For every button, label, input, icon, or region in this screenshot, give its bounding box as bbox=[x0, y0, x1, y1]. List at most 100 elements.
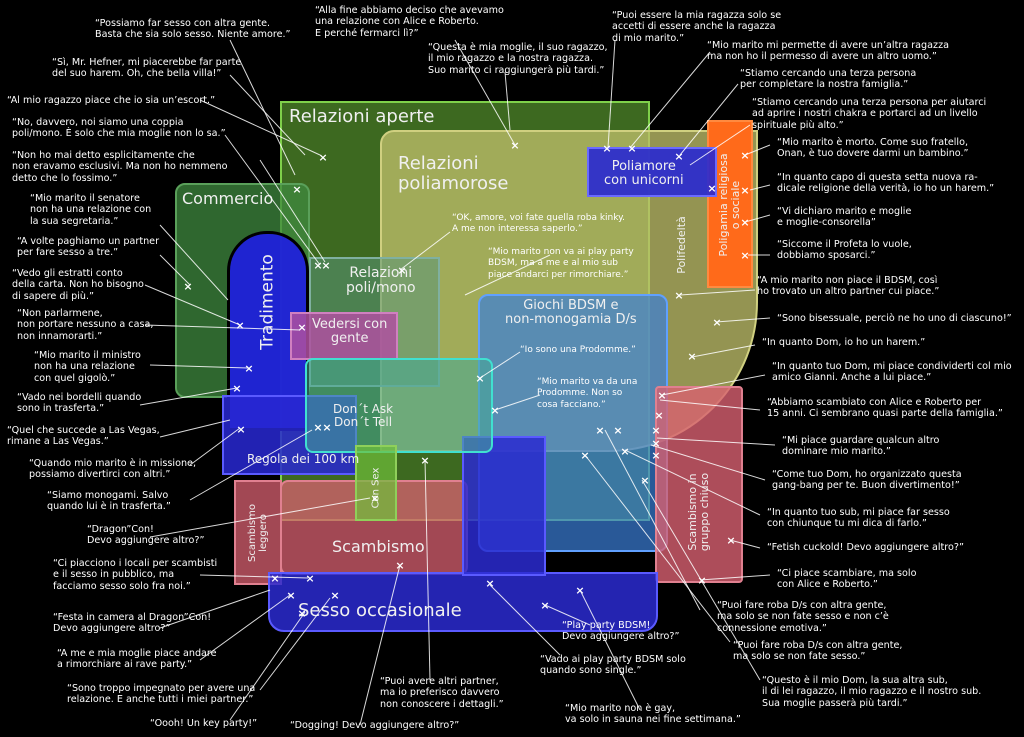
quote-left: “Siamo monogami. Salvo quando lui è in t… bbox=[47, 490, 171, 513]
marker-x: × bbox=[627, 142, 637, 155]
marker-x: × bbox=[313, 259, 323, 272]
marker-x: × bbox=[322, 421, 332, 434]
marker-x: × bbox=[297, 321, 307, 334]
marker-x: × bbox=[485, 577, 495, 590]
quote-left: “Vedo gli estratti conto della carta. No… bbox=[12, 268, 144, 302]
quote-left: “Oooh! Un key party!” bbox=[150, 718, 258, 729]
note-play-party: “Mio marito non va ai play party BDSM, m… bbox=[488, 247, 634, 280]
region-sesso-occasionale bbox=[268, 572, 658, 632]
quote-bottom: “Puoi avere altri partner, ma io preferi… bbox=[380, 676, 504, 710]
label-relazioni-poli-mono: Relazioni poli/mono bbox=[346, 265, 416, 297]
quote-left: “Dragon”Con! Devo aggiungere altro?” bbox=[87, 524, 205, 547]
marker-x: × bbox=[712, 316, 722, 329]
marker-x: × bbox=[370, 492, 380, 505]
quote-left: “Mio marito il senatore non ha una relaz… bbox=[30, 193, 152, 227]
marker-x: × bbox=[580, 449, 590, 462]
label-relazioni-aperte: Relazioni aperte bbox=[289, 106, 435, 127]
marker-x: × bbox=[395, 559, 405, 572]
label-regola-100km: Regola dei 100 km bbox=[247, 452, 360, 466]
quote-right: “Come tuo Dom, ho organizzato questa gan… bbox=[772, 469, 962, 492]
quote-top: “Puoi essere la mia ragazza solo se acce… bbox=[612, 10, 782, 44]
quote-bottom: “Mio marito non è gay, va solo in sauna … bbox=[565, 703, 741, 726]
quote-left: “Non ho mai detto esplicitamente che non… bbox=[12, 150, 228, 184]
marker-x: × bbox=[740, 249, 750, 262]
marker-x: × bbox=[318, 151, 328, 164]
quote-right: “In quanto tuo sub, mi piace far sesso c… bbox=[767, 507, 950, 530]
marker-x: × bbox=[613, 424, 623, 437]
label-vedersi-con-gente: Vedersi con gente bbox=[312, 317, 388, 347]
marker-x: × bbox=[575, 584, 585, 597]
quote-left: “A me e mia moglie piace andare a rimorc… bbox=[57, 648, 217, 671]
marker-x: × bbox=[651, 424, 661, 437]
marker-x: × bbox=[651, 437, 661, 450]
marker-x: × bbox=[420, 454, 430, 467]
quote-right: “In quanto tuo Dom, mi piace condividert… bbox=[772, 361, 1012, 384]
label-relazioni-poliamorose: Relazioni poliamorose bbox=[398, 153, 509, 194]
marker-x: × bbox=[305, 572, 315, 585]
quote-bottom: “Dogging! Devo aggiungere altro?” bbox=[290, 720, 460, 731]
quote-right: “Stiamo cercando una terza persona per c… bbox=[740, 68, 917, 91]
label-sesso-occasionale: Sesso occasionale bbox=[298, 600, 462, 621]
quote-right: “Mio marito mi permette di avere un’altr… bbox=[707, 40, 949, 63]
marker-x: × bbox=[490, 404, 500, 417]
quote-bottom: “Puoi fare roba D/s con altra gente, ma … bbox=[717, 600, 889, 634]
marker-x: × bbox=[595, 424, 605, 437]
quote-right: “Stiamo cercando una terza persona per a… bbox=[752, 97, 987, 131]
marker-x: × bbox=[510, 139, 520, 152]
marker-x: × bbox=[740, 216, 750, 229]
marker-x: × bbox=[697, 574, 707, 587]
marker-x: × bbox=[232, 382, 242, 395]
marker-x: × bbox=[475, 372, 485, 385]
label-dont-ask: Don´t Ask Don´t Tell bbox=[333, 402, 394, 430]
region-dont-ask bbox=[305, 358, 493, 453]
region-sesso-occasionale-step bbox=[462, 436, 546, 576]
marker-x: × bbox=[321, 259, 331, 272]
marker-x: × bbox=[657, 389, 667, 402]
quote-bottom: “Puoi fare roba D/s con altra gente, ma … bbox=[733, 640, 903, 663]
marker-x: × bbox=[540, 599, 550, 612]
quote-left: “Quando mio marito è in missione, possia… bbox=[29, 458, 196, 481]
quote-left: “Sì, Mr. Hefner, mi piacerebbe far parte… bbox=[52, 57, 242, 80]
quote-right: “Mi piace guardare qualcun altro dominar… bbox=[782, 435, 940, 458]
marker-x: × bbox=[313, 421, 323, 434]
quote-left: “No, davvero, noi siamo una coppia poli/… bbox=[12, 117, 226, 140]
quote-bottom: “Play party BDSM! Devo aggiungere altro?… bbox=[562, 620, 680, 643]
marker-x: × bbox=[620, 445, 630, 458]
marker-x: × bbox=[297, 607, 307, 620]
quote-bottom: “Questo è il mio Dom, la sua altra sub, … bbox=[762, 675, 982, 709]
quote-top: “Alla fine abbiamo deciso che avevamo un… bbox=[315, 5, 504, 39]
quote-right: “In quanto capo di questa setta nuova ra… bbox=[777, 172, 995, 195]
marker-x: × bbox=[397, 264, 407, 277]
marker-x: × bbox=[651, 449, 661, 462]
marker-x: × bbox=[235, 319, 245, 332]
label-commercio: Commercio bbox=[182, 189, 274, 208]
note-marito-prodomme: “Mio marito va da una Prodomme. Non so c… bbox=[537, 377, 638, 410]
quote-right: “Sono bisessuale, perciò ne ho uno di ci… bbox=[777, 313, 1012, 324]
marker-x: × bbox=[707, 182, 717, 195]
marker-x: × bbox=[330, 589, 340, 602]
label-scambismo: Scambismo bbox=[332, 537, 425, 556]
region-poliamore-unicorni bbox=[587, 147, 717, 197]
quote-right: “Fetish cuckold! Devo aggiungere altro?” bbox=[767, 542, 964, 553]
region-con-sex bbox=[355, 445, 397, 521]
marker-x: × bbox=[674, 150, 684, 163]
marker-x: × bbox=[270, 572, 280, 585]
quote-left: “Mio marito il ministro non ha una relaz… bbox=[34, 350, 141, 384]
region-vedersi-con-gente bbox=[290, 312, 398, 360]
marker-x: × bbox=[674, 289, 684, 302]
marker-x: × bbox=[726, 534, 736, 547]
marker-x: × bbox=[654, 409, 664, 422]
note-kinky: “OK, amore, voi fate quella roba kinky. … bbox=[452, 213, 626, 235]
label-poliamore-unicorni: Poliamore con unicorni bbox=[604, 159, 684, 189]
marker-x: × bbox=[244, 362, 254, 375]
quote-top: “Questa è mia moglie, il suo ragazzo, il… bbox=[428, 42, 608, 76]
quote-left: “Quel che succede a Las Vegas, rimane a … bbox=[7, 425, 160, 448]
quote-left: “Possiamo far sesso con altra gente. Bas… bbox=[95, 18, 291, 41]
marker-x: × bbox=[183, 280, 193, 293]
quote-right: “Mio marito è morto. Come suo fratello, … bbox=[777, 137, 969, 160]
marker-x: × bbox=[687, 350, 697, 363]
label-giochi-bdsm: Giochi BDSM e non-monogamia D/s bbox=[505, 298, 637, 328]
quote-right: “Siccome il Profeta lo vuole, dobbiamo s… bbox=[777, 239, 912, 262]
marker-x: × bbox=[740, 149, 750, 162]
